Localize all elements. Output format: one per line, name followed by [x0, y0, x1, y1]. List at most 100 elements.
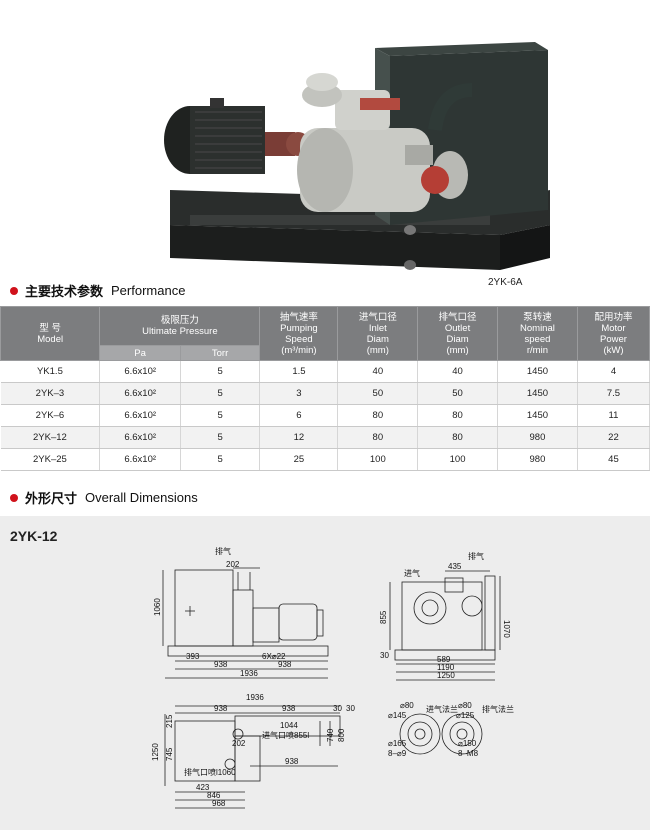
cell-rpm: 980	[497, 426, 578, 449]
cell-rpm: 1450	[497, 404, 578, 427]
cell-model: 2YK–6	[0, 404, 101, 427]
top-intake-note: 进气口喷855l	[262, 730, 309, 740]
flange-out-d80: ⌀80	[458, 701, 472, 710]
cell-torr: 5	[180, 404, 261, 427]
side-intake-label: 进气	[404, 568, 420, 578]
top-dim-1936: 1936	[246, 693, 264, 702]
side-dim-589: 589	[437, 655, 451, 664]
flange-in-holes: 8–⌀9	[388, 749, 407, 758]
cell-pa: 6.6x10²	[99, 404, 181, 427]
top-dim-800: 800	[337, 728, 346, 742]
cell-outlet: 40	[417, 360, 498, 383]
header-torr: Torr	[179, 345, 261, 361]
flange-out-d150: ⌀150	[458, 739, 477, 748]
cell-power: 7.5	[577, 382, 650, 405]
dimensions-heading: 外形尺寸 Overall Dimensions	[10, 488, 198, 507]
cell-speed: 1.5	[259, 360, 339, 383]
top-dim-846: 846	[207, 791, 221, 800]
performance-title-cn: 主要技术参数	[25, 284, 104, 299]
side-dim-855: 855	[379, 610, 388, 624]
cell-power: 4	[577, 360, 650, 383]
cell-power: 45	[577, 448, 650, 471]
side-dim-435: 435	[448, 562, 462, 571]
front-dim-938a: 938	[214, 660, 228, 669]
cell-outlet: 50	[417, 382, 498, 405]
cell-rpm: 1450	[497, 382, 578, 405]
cell-inlet: 80	[337, 426, 419, 449]
photo-caption: 2YK-6A	[488, 277, 523, 288]
cell-outlet: 80	[417, 426, 498, 449]
cell-rpm: 980	[497, 448, 578, 471]
dimensions-title-cn: 外形尺寸	[25, 491, 78, 506]
cell-model: 2YK–3	[0, 382, 101, 405]
flange-in-d165: ⌀165	[388, 739, 407, 748]
flange-out-holes: 8–M8	[458, 749, 479, 758]
performance-heading: 主要技术参数 Performance	[10, 281, 185, 300]
cell-speed: 3	[259, 382, 339, 405]
top-dim-938c: 938	[285, 757, 299, 766]
flange-in-d80: ⌀80	[400, 701, 414, 710]
top-dim-1250: 1250	[151, 743, 160, 761]
front-exhaust-label: 排气	[215, 546, 231, 556]
cell-torr: 5	[180, 382, 261, 405]
cell-power: 11	[577, 404, 650, 427]
top-dim-423: 423	[196, 783, 210, 792]
cell-inlet: 50	[337, 382, 419, 405]
cell-pa: 6.6x10²	[99, 426, 181, 449]
top-dim-745: 745	[165, 747, 174, 761]
front-dim-393: 393	[186, 652, 200, 661]
front-dim-202: 202	[226, 560, 240, 569]
cell-inlet: 100	[337, 448, 419, 471]
cell-torr: 5	[180, 426, 261, 449]
cell-inlet: 40	[337, 360, 419, 383]
red-bullet-icon	[10, 286, 18, 295]
top-dim-30b: 30	[346, 704, 355, 713]
cell-speed: 12	[259, 426, 339, 449]
front-dim-938b: 938	[278, 660, 292, 669]
pump-photo	[164, 42, 550, 270]
cell-model: 2YK–12	[0, 426, 101, 449]
performance-title-en: Performance	[111, 283, 186, 298]
cell-outlet: 80	[417, 404, 498, 427]
front-dim-1936: 1936	[240, 669, 258, 678]
side-dim-1250: 1250	[437, 671, 455, 680]
top-dim-1044: 1044	[280, 721, 298, 730]
flange-in-d145: ⌀145	[388, 711, 407, 720]
cell-pa: 6.6x10²	[99, 448, 181, 471]
side-dim-1190: 1190	[437, 663, 455, 672]
front-holes-label: 6X⌀22	[262, 652, 286, 661]
cell-torr: 5	[180, 448, 261, 471]
top-dim-215: 215	[165, 714, 174, 728]
top-dim-740: 740	[326, 728, 335, 742]
front-dim-1060: 1060	[153, 598, 162, 616]
red-bullet-icon	[10, 493, 18, 502]
cell-pa: 6.6x10²	[99, 382, 181, 405]
dimensions-title-en: Overall Dimensions	[85, 490, 198, 505]
side-exhaust-label: 排气	[468, 551, 484, 561]
top-dim-968: 968	[212, 799, 226, 808]
cell-pa: 6.6x10²	[99, 360, 181, 383]
top-dim-938a: 938	[214, 704, 228, 713]
side-dim-30: 30	[380, 651, 389, 660]
cell-model: 2YK–25	[0, 448, 101, 471]
cell-power: 22	[577, 426, 650, 449]
cell-model: YK1.5	[0, 360, 101, 383]
top-dim-938b: 938	[282, 704, 296, 713]
dimensions-model-label: 2YK-12	[10, 528, 58, 544]
flange-out-label: 排气法兰	[482, 704, 514, 714]
top-exhaust-note: 排气口喷l1060	[184, 767, 236, 777]
cell-rpm: 1450	[497, 360, 578, 383]
cell-outlet: 100	[417, 448, 498, 471]
cell-speed: 25	[259, 448, 339, 471]
